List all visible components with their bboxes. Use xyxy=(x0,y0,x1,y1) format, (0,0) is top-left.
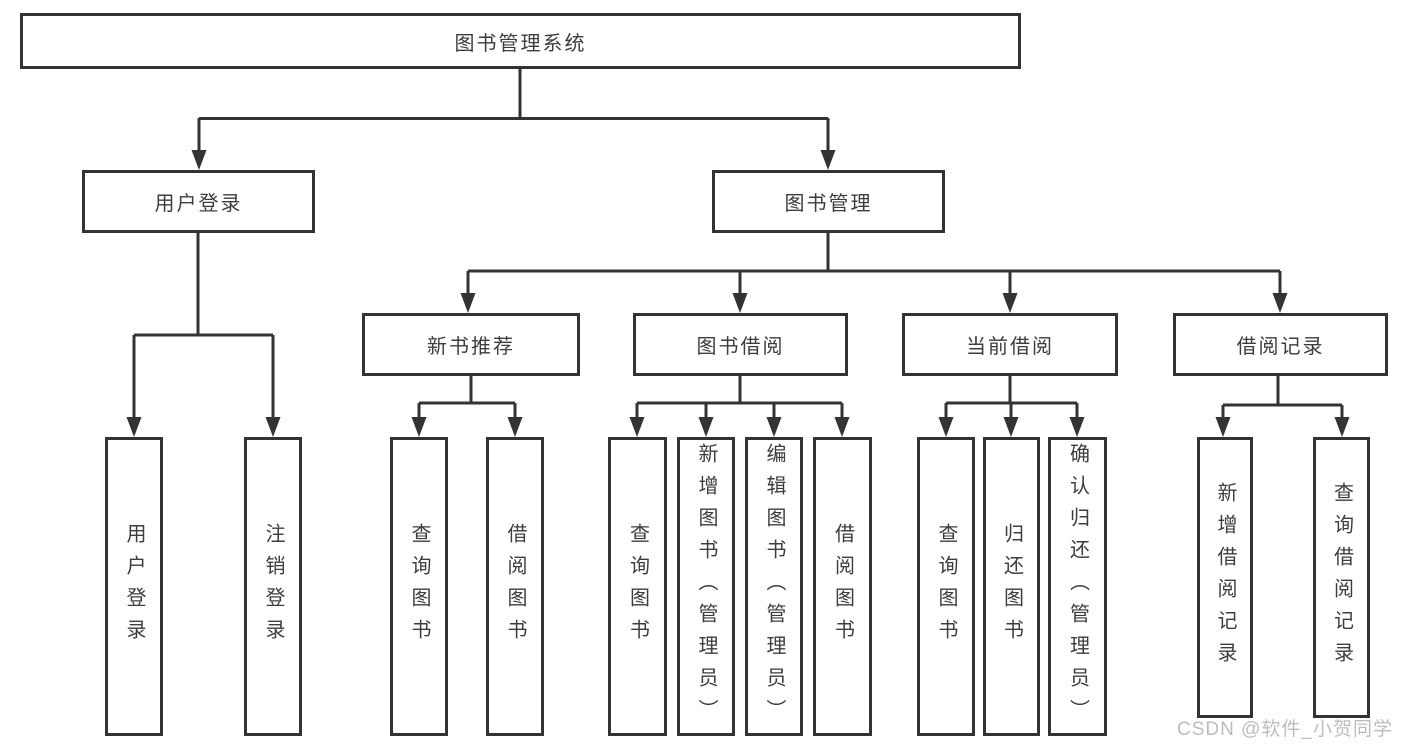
node-leaf-user-login: 用户登录 xyxy=(105,437,163,736)
node-label: 注销登录 xyxy=(262,522,284,651)
node-leaf-query-borrow-record: 查询借阅记录 xyxy=(1313,437,1370,718)
node-book-borrowing: 图书借阅 xyxy=(633,313,848,376)
node-label: 查询图书 xyxy=(408,522,430,651)
node-user-login: 用户登录 xyxy=(82,170,315,233)
node-leaf-edit-books-admin: 编辑图书（管理员） xyxy=(745,437,803,736)
node-leaf-borrow-books-1: 借阅图书 xyxy=(486,437,544,736)
node-label: 新增借阅记录 xyxy=(1214,481,1236,674)
node-leaf-add-books-admin: 新增图书（管理员） xyxy=(677,437,735,736)
node-label: 用户登录 xyxy=(123,522,145,651)
node-leaf-logout: 注销登录 xyxy=(244,437,302,736)
node-label: 借阅图书 xyxy=(831,522,854,651)
node-leaf-query-books-3: 查询图书 xyxy=(917,437,975,736)
node-label: 归还图书 xyxy=(1000,522,1023,651)
node-leaf-return-books: 归还图书 xyxy=(983,437,1040,736)
node-label: 查询图书 xyxy=(626,522,649,651)
node-current-borrowing: 当前借阅 xyxy=(902,313,1118,376)
node-label: 编辑图书（管理员） xyxy=(763,442,785,731)
node-label: 查询图书 xyxy=(935,522,957,651)
node-label: 查询借阅记录 xyxy=(1330,481,1353,674)
node-library-system: 图书管理系统 xyxy=(20,13,1021,69)
node-label: 新书推荐 xyxy=(427,336,515,358)
csdn-watermark: CSDN @软件_小贺同学 xyxy=(1177,719,1393,740)
node-label: 借阅记录 xyxy=(1236,336,1325,358)
node-label: 借阅图书 xyxy=(504,522,526,651)
node-leaf-borrow-books-2: 借阅图书 xyxy=(813,437,872,736)
node-label: 图书管理系统 xyxy=(454,32,587,55)
node-label: 当前借阅 xyxy=(966,336,1054,358)
node-leaf-query-books-2: 查询图书 xyxy=(608,437,667,736)
arrowheads xyxy=(126,150,1350,437)
node-label: 用户登录 xyxy=(154,193,243,215)
node-label: 图书管理 xyxy=(784,193,873,215)
node-book-management: 图书管理 xyxy=(712,170,945,233)
node-leaf-add-borrow-record: 新增借阅记录 xyxy=(1197,437,1253,718)
node-borrow-records: 借阅记录 xyxy=(1173,313,1388,376)
node-label: 新增图书（管理员） xyxy=(695,442,717,731)
node-label: 图书借阅 xyxy=(696,336,785,358)
node-leaf-query-books-1: 查询图书 xyxy=(390,437,448,736)
node-new-book-recommend: 新书推荐 xyxy=(362,313,580,376)
node-label: 确认归还（管理员） xyxy=(1066,442,1089,731)
node-leaf-confirm-return-admin: 确认归还（管理员） xyxy=(1048,437,1107,736)
